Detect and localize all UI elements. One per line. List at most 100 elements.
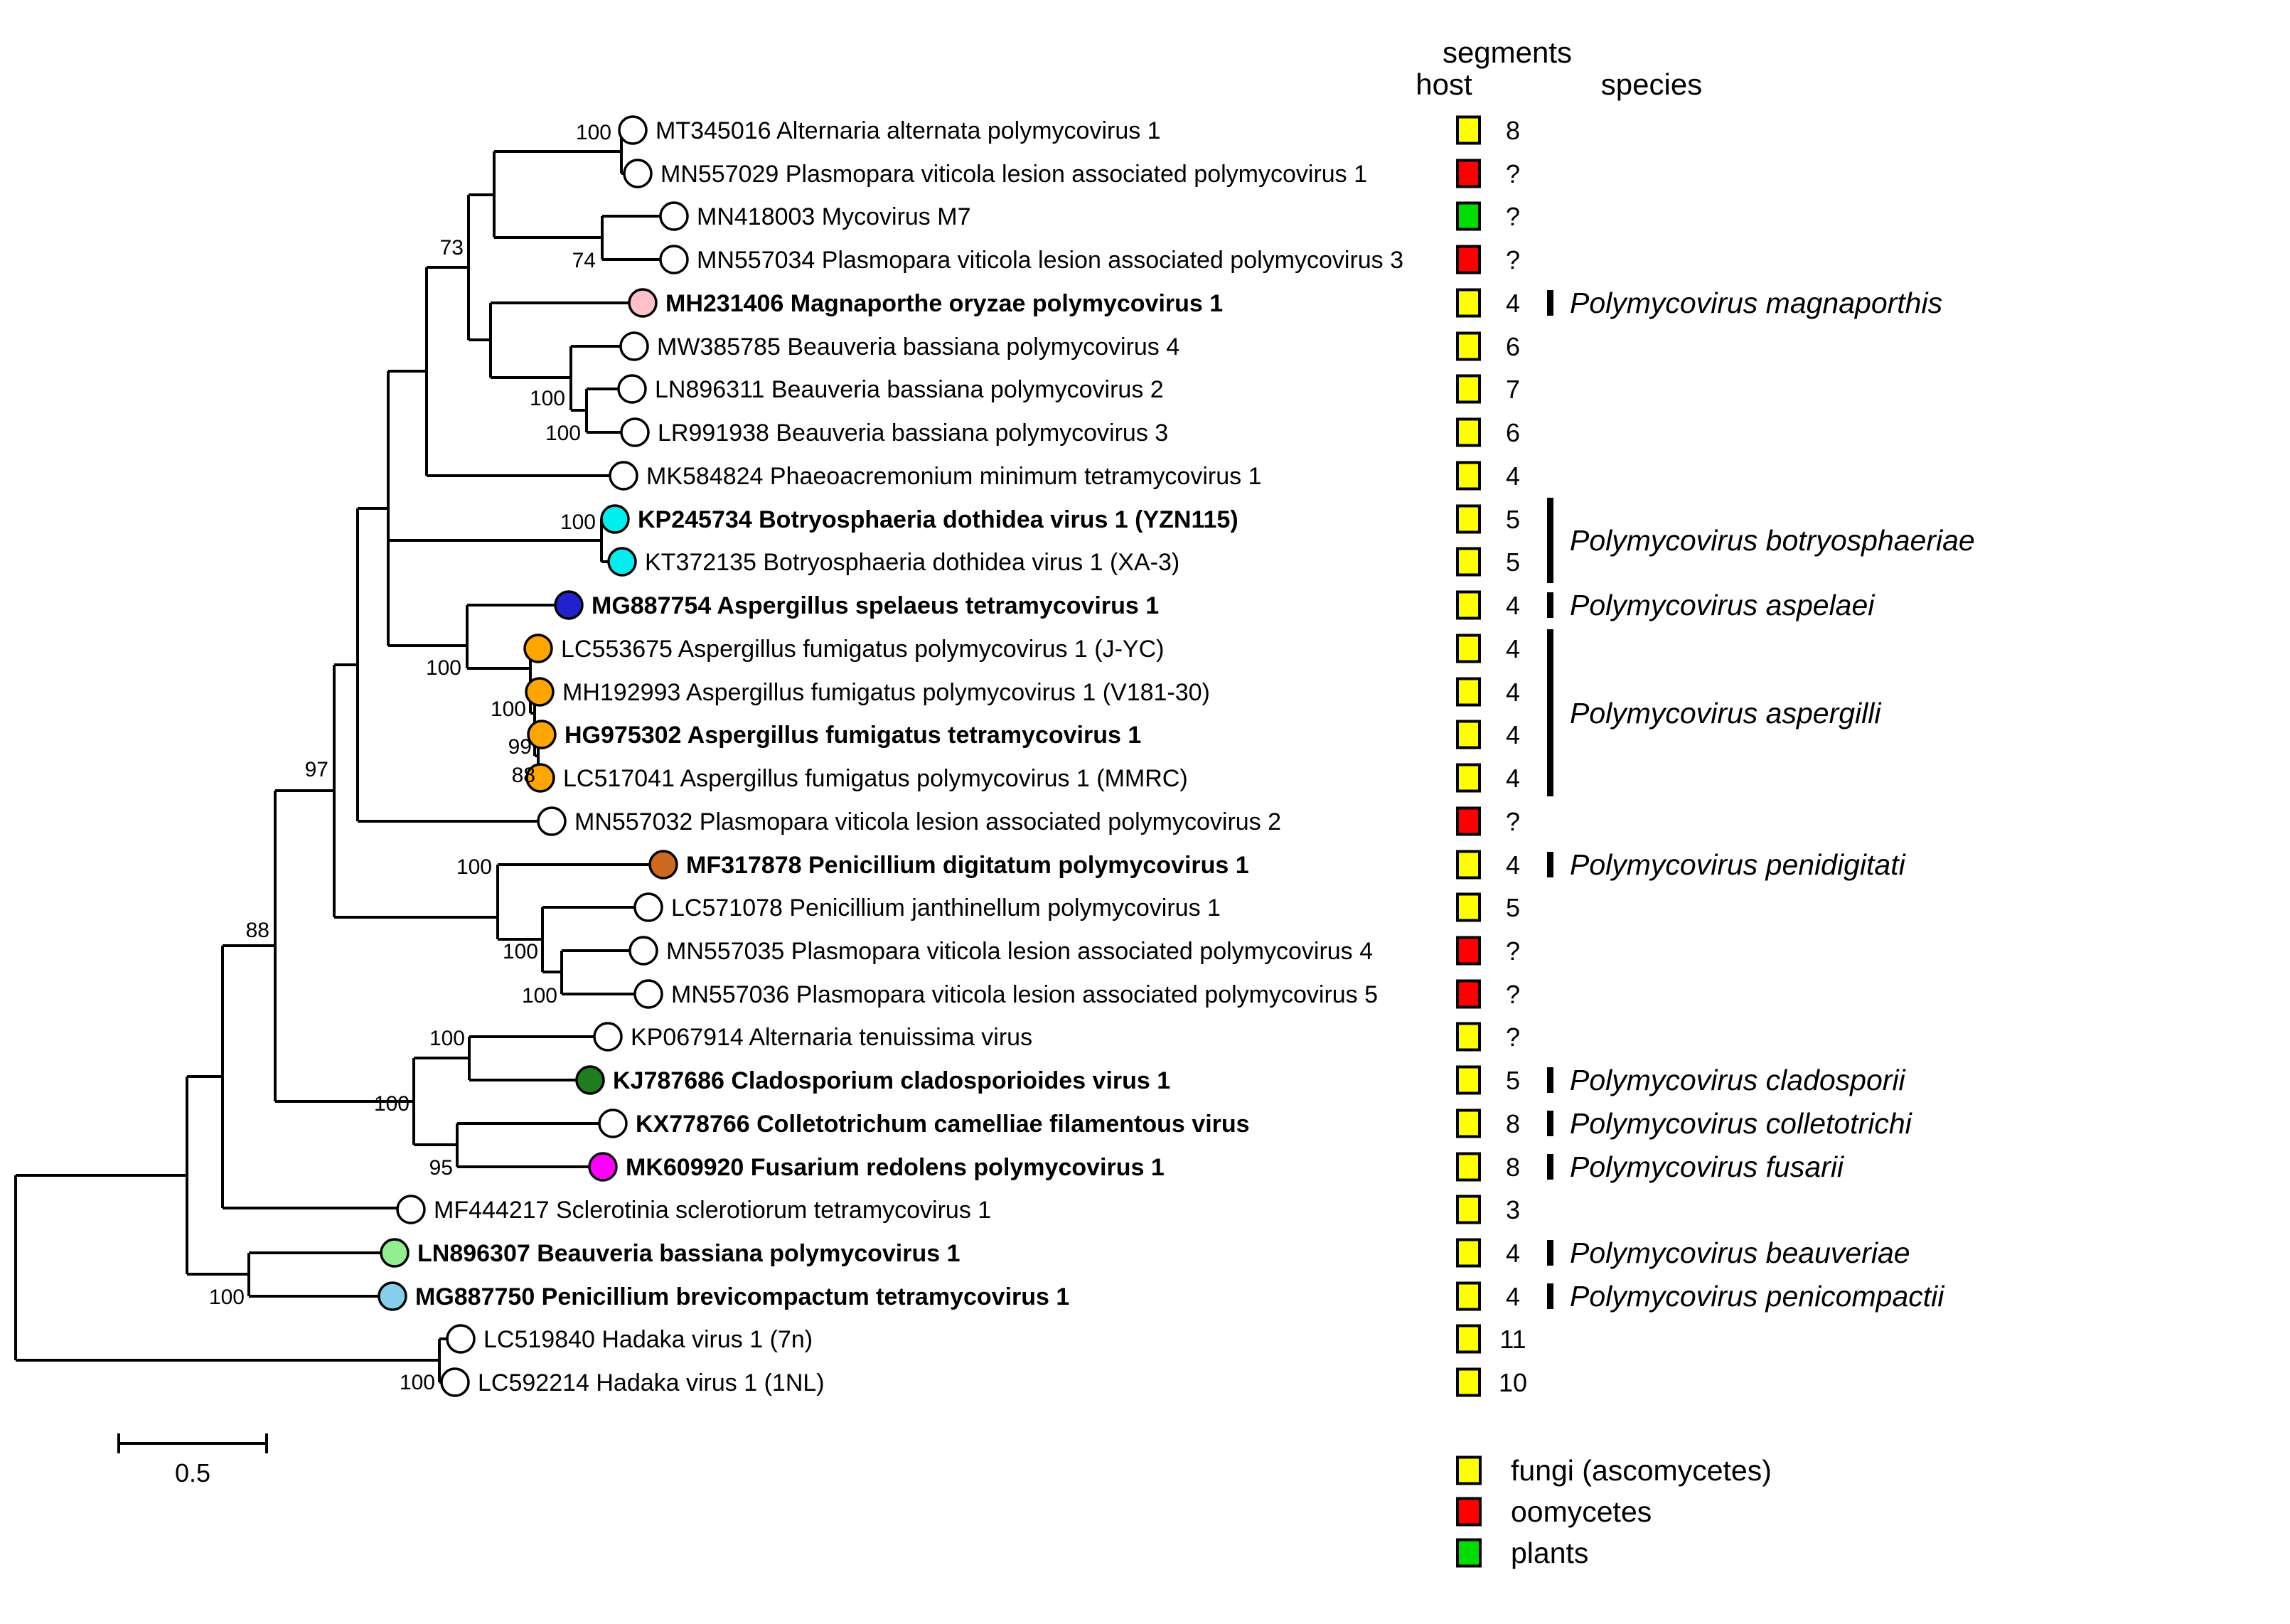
species-name: Polymycovirus aspergilli (1570, 697, 1882, 730)
segment-count-LC553675: 4 (1506, 634, 1520, 663)
bootstrap-value: 100 (426, 656, 461, 680)
tip-circle-LC571078 (633, 892, 663, 922)
tip-circle-LC553675 (523, 634, 553, 663)
host-square-HG975302 (1456, 720, 1481, 749)
segment-count-KT372135: 5 (1506, 547, 1520, 577)
taxon-label-MW385785: MW385785 Beauveria bassiana polymycoviru… (657, 333, 1179, 360)
species-bar (1547, 1283, 1553, 1309)
bootstrap-values-group: 1007473100100100100100998897881001001001… (209, 121, 611, 1394)
taxon-label-KP067914: KP067914 Alternaria tenuissima virus (631, 1024, 1032, 1051)
taxon-label-MN557032: MN557032 Plasmopara viticola lesion asso… (574, 808, 1281, 835)
host-square-LR991938 (1456, 417, 1481, 447)
taxon-label-MN557029: MN557029 Plasmopara viticola lesion asso… (660, 161, 1367, 188)
host-square-MN557029 (1456, 159, 1481, 188)
taxon-labels-group: MT345016 Alternaria alternata polymycovi… (415, 117, 1403, 1396)
taxon-label-KT372135: KT372135 Botryosphaeria dothidea virus 1… (645, 549, 1179, 576)
species-bar (1547, 290, 1553, 316)
bootstrap-value: 100 (503, 940, 538, 963)
host-square-MT345016 (1456, 115, 1481, 145)
segment-count-MF444217: 3 (1506, 1195, 1520, 1224)
segment-count-LC517041: 4 (1506, 764, 1520, 793)
taxon-label-LN896311: LN896311 Beauveria bassiana polymycoviru… (655, 376, 1164, 403)
taxon-label-MF317878: MF317878 Penicillium digitatum polymycov… (686, 852, 1249, 879)
taxon-label-MK584824: MK584824 Phaeoacremonium minimum tetramy… (646, 463, 1261, 490)
oomycetes-legend-label: oomycetes (1511, 1495, 1652, 1528)
taxon-label-MG887754: MG887754 Aspergillus spelaeus tetramycov… (592, 592, 1159, 619)
taxon-label-HG975302: HG975302 Aspergillus fumigatus tetramyco… (565, 722, 1141, 749)
host-square-KJ787686 (1456, 1065, 1481, 1095)
segment-count-MN557034: ? (1506, 245, 1520, 274)
species-name: Polymycovirus magnaporthis (1570, 287, 1942, 319)
tip-circle-MW385785 (619, 331, 649, 361)
species-bar (1547, 498, 1553, 583)
host-square-MG887754 (1456, 590, 1481, 620)
taxon-label-LC592214: LC592214 Hadaka virus 1 (1NL) (478, 1369, 825, 1396)
tip-circle-KX778766 (598, 1109, 628, 1138)
host-square-LC553675 (1456, 634, 1481, 663)
bootstrap-value: 100 (560, 511, 596, 534)
tip-circle-MN557032 (537, 806, 567, 836)
tip-circle-LC592214 (440, 1367, 470, 1397)
taxon-label-KJ787686: KJ787686 Cladosporium cladosporioides vi… (613, 1067, 1170, 1094)
taxon-label-MN557035: MN557035 Plasmopara viticola lesion asso… (666, 938, 1373, 965)
segment-count-LC519840: 11 (1499, 1325, 1526, 1354)
tip-circle-HG975302 (527, 720, 557, 749)
tip-circle-MH192993 (525, 677, 555, 707)
host-square-LC571078 (1456, 892, 1481, 922)
host-square-LC592214 (1456, 1367, 1481, 1397)
segment-count-LC592214: 10 (1499, 1368, 1527, 1397)
taxon-label-MG887750: MG887750 Penicillium brevicompactum tetr… (415, 1283, 1069, 1310)
tip-circle-MN557034 (659, 245, 689, 274)
taxon-label-MH192993: MH192993 Aspergillus fumigatus polymycov… (562, 679, 1210, 706)
segment-count-MH192993: 4 (1506, 678, 1520, 707)
host-square-MF317878 (1456, 850, 1481, 880)
host-square-LN896311 (1456, 374, 1481, 404)
bootstrap-value: 100 (456, 855, 492, 879)
segment-count-MH231406: 4 (1506, 289, 1520, 318)
taxon-label-LC571078: LC571078 Penicillium janthinellum polymy… (671, 894, 1221, 921)
segment-count-MG887754: 4 (1506, 591, 1520, 620)
segment-count-LC571078: 5 (1506, 893, 1520, 922)
scale-bar (117, 1433, 268, 1453)
host-square-MN557035 (1456, 936, 1481, 966)
species-bar (1547, 852, 1553, 877)
tip-circle-MF444217 (396, 1195, 426, 1224)
host-square-KX778766 (1456, 1109, 1481, 1138)
segment-count-KX778766: 8 (1506, 1109, 1520, 1138)
host-square-LC517041 (1456, 763, 1481, 793)
host-square-MH192993 (1456, 677, 1481, 707)
bootstrap-value: 73 (440, 236, 464, 260)
tip-circle-LR991938 (620, 417, 650, 447)
taxon-label-LC517041: LC517041 Aspergillus fumigatus polymycov… (563, 765, 1188, 792)
segment-count-MK609920: 8 (1506, 1153, 1520, 1182)
tip-circle-MN418003 (659, 201, 689, 231)
tip-circle-LN896311 (617, 374, 647, 404)
segment-count-MT345016: 8 (1506, 116, 1520, 145)
segment-count-HG975302: 4 (1506, 720, 1520, 749)
bootstrap-value: 100 (522, 984, 557, 1008)
tip-circle-KP245734 (600, 504, 630, 534)
tip-circle-MN557029 (623, 159, 653, 188)
column-header-host: host (1416, 68, 1472, 101)
host-square-MG887750 (1456, 1281, 1481, 1311)
tip-markers-group (378, 115, 689, 1397)
taxon-label-MK609920: MK609920 Fusarium redolens polymycovirus… (626, 1154, 1165, 1181)
segment-count-LN896311: 7 (1506, 375, 1520, 404)
segment-count-MN557035: ? (1506, 936, 1520, 966)
taxon-label-MN557036: MN557036 Plasmopara viticola lesion asso… (671, 981, 1378, 1008)
species-bar (1547, 1111, 1553, 1136)
taxon-label-LR991938: LR991938 Beauveria bassiana polymycoviru… (658, 420, 1168, 447)
tip-circle-MF317878 (648, 850, 678, 880)
segment-count-MN557032: ? (1506, 807, 1520, 836)
bootstrap-value: 100 (374, 1092, 410, 1116)
tip-circle-MG887754 (554, 590, 584, 620)
bootstrap-value: 100 (429, 1027, 465, 1050)
bootstrap-value: 97 (305, 758, 328, 781)
species-name: Polymycovirus penicompactii (1570, 1280, 1945, 1313)
species-bar (1547, 592, 1553, 618)
bootstrap-value: 99 (508, 735, 532, 759)
host-square-MK584824 (1456, 461, 1481, 491)
oomycetes-legend-swatch (1456, 1497, 1482, 1527)
tip-circle-MG887750 (378, 1281, 407, 1311)
